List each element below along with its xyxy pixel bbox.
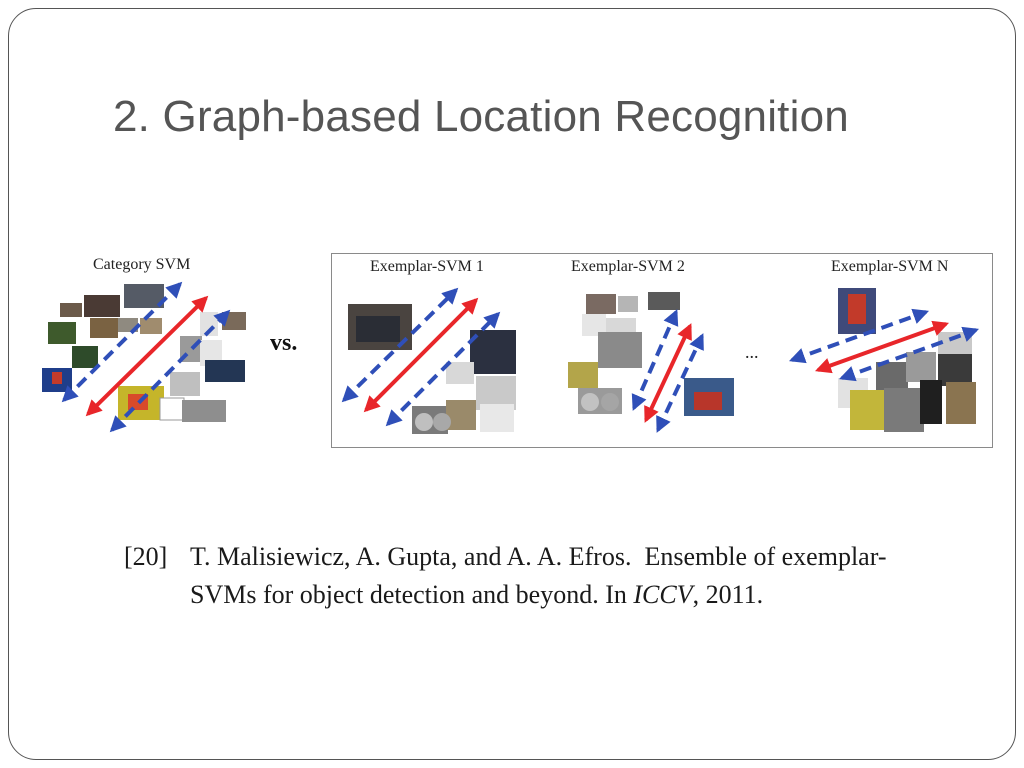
- exemplar-svm-1-label: Exemplar-SVM 1: [370, 258, 484, 275]
- reference-authors: T. Malisiewicz, A. Gupta, and A. A. Efro…: [190, 542, 632, 571]
- exemplar-svm-n-label: Exemplar-SVM N: [831, 258, 949, 275]
- reference-year: , 2011.: [692, 580, 764, 609]
- exemplar-2-thumbnails: [568, 292, 734, 416]
- vs-label: vs.: [270, 330, 298, 356]
- reference-title: Ensemble of exemplar-SVMs for object det…: [190, 542, 887, 609]
- reference-venue: ICCV: [633, 580, 693, 609]
- reference-venue-prefix: In: [605, 580, 627, 609]
- category-thumbnails: [42, 284, 246, 422]
- exemplar-svm-2-label: Exemplar-SVM 2: [571, 258, 685, 275]
- ellipsis-label: ...: [745, 342, 759, 362]
- reference-body: T. Malisiewicz, A. Gupta, and A. A. Efro…: [190, 538, 930, 614]
- slide-title: 2. Graph-based Location Recognition: [113, 92, 849, 141]
- exemplar-n-thumbnails: [838, 288, 976, 432]
- reference-number: [20]: [124, 542, 168, 571]
- category-svm-label: Category SVM: [93, 256, 191, 273]
